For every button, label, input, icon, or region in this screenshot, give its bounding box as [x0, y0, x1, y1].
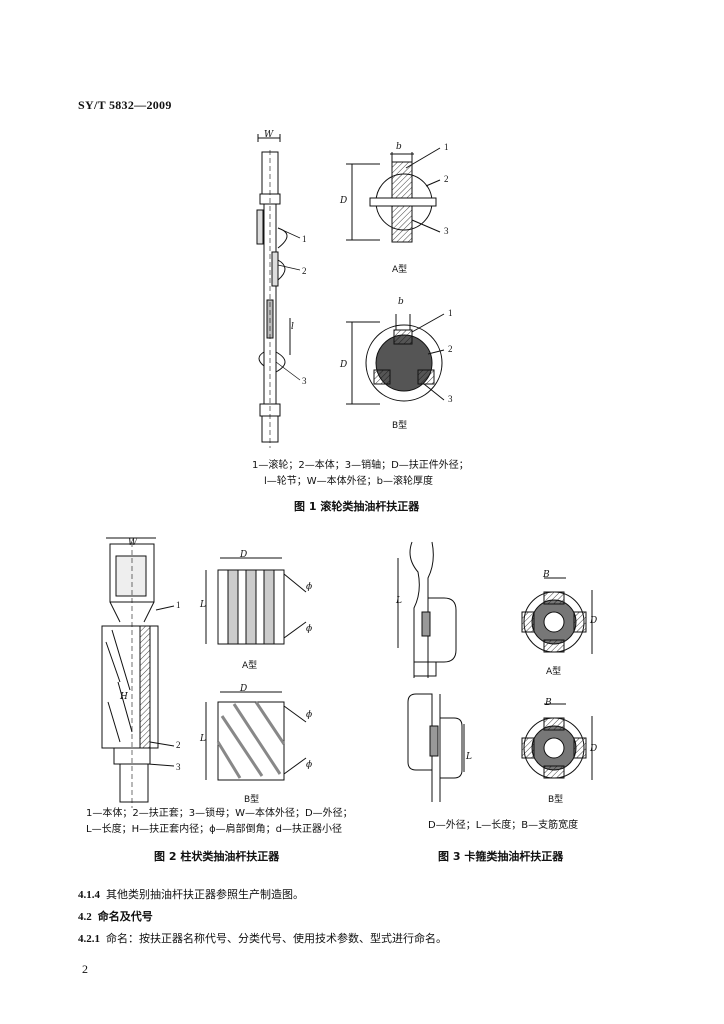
- fig3-a-d-label: D: [590, 616, 598, 626]
- fig2-a-l-label: L: [200, 600, 206, 610]
- fig1-a-d-label: D: [340, 196, 348, 206]
- fig1-a-part-1: 1: [444, 142, 449, 152]
- fig1-part-1: 1: [302, 234, 307, 244]
- fig3-type-b-label: B型: [548, 795, 564, 805]
- fig1-b-d-label: D: [340, 360, 348, 370]
- fig2-part-2: 2: [176, 740, 181, 750]
- fig1-type-b-drawing: [346, 313, 445, 405]
- fig1-w-label: W: [264, 130, 274, 140]
- fig3-b-b-label: B: [545, 698, 552, 708]
- fig3-type-a-label: A型: [546, 667, 562, 677]
- fig2-b-phi-bottom: ϕ: [306, 760, 313, 770]
- fig1-part-3: 3: [302, 376, 307, 386]
- fig3-type-a-side-drawing: [397, 541, 457, 678]
- fig1-part-2: 2: [302, 266, 307, 276]
- fig1-b-b-label: b: [398, 297, 404, 307]
- clause-4-2-1-number: 4.2.1: [78, 933, 100, 945]
- fig3-type-b-side-drawing: [407, 693, 465, 802]
- fig3-b-l-label: L: [466, 752, 472, 762]
- fig3-type-a-section-drawing: [521, 577, 593, 654]
- fig2-h-label: H: [120, 692, 128, 702]
- fig1-a-part-3: 3: [444, 226, 449, 236]
- fig1-type-a-label: A型: [392, 265, 408, 275]
- fig2-type-b-label: B型: [244, 795, 260, 805]
- clause-4-2-1-text: 命名：按扶正器名称代号、分类代号、使用技术参数、型式进行命名。: [106, 932, 447, 945]
- fig3-type-b-section-drawing: [521, 703, 593, 780]
- fig1-type-b-label: B型: [392, 421, 408, 431]
- fig2-b-l-label: L: [200, 734, 206, 744]
- fig2-legend-line-2: L—长度；H—扶正套内径；ϕ—肩部倒角；d—扶正器小径: [86, 824, 343, 835]
- fig2-type-a-label: A型: [242, 661, 258, 671]
- fig1-b-part-3: 3: [448, 394, 453, 404]
- fig1-caption: 图 1 滚轮类抽油杆扶正器: [294, 500, 420, 513]
- fig2-type-a-drawing: [205, 557, 307, 645]
- clause-4-1-4-number: 4.1.4: [78, 889, 100, 901]
- fig3-caption: 图 3 卡箍类抽油杆扶正器: [438, 850, 564, 863]
- fig2-legend: 1—本体；2—扶正套；3—锁母；W—本体外径；D—外径； L—长度；H—扶正套内…: [86, 806, 376, 838]
- fig1-l-label: l: [291, 322, 294, 332]
- fig2-a-phi-top: ϕ: [306, 582, 313, 592]
- section-4-2-number: 4.2: [78, 911, 92, 923]
- fig3-a-l-label: L: [396, 596, 402, 606]
- fig2-b-phi-top: ϕ: [306, 710, 313, 720]
- fig3-legend: D—外径；L—长度；B—支筋宽度: [428, 820, 579, 831]
- fig1-b-part-1: 1: [448, 308, 453, 318]
- fig2-legend-line-1: 1—本体；2—扶正套；3—锁母；W—本体外径；D—外径；: [86, 808, 353, 819]
- fig1-rod-drawing: [256, 134, 301, 448]
- fig2-caption: 图 2 柱状类抽油杆扶正器: [154, 850, 280, 863]
- page-number: 2: [82, 962, 88, 976]
- fig2-type-b-drawing: [205, 691, 307, 781]
- fig1-a-b-label: b: [396, 142, 402, 152]
- fig1-type-a-drawing: [346, 147, 441, 243]
- fig1-legend-line-1: 1—滚轮；2—本体；3—销轴；D—扶正件外径；: [252, 460, 469, 471]
- section-4-2-title: 命名及代号: [97, 910, 153, 923]
- fig2-a-phi-bottom: ϕ: [306, 624, 313, 634]
- fig2-w-label: W: [128, 538, 138, 548]
- clause-4-1-4-text: 其他类别抽油杆扶正器参照生产制造图。: [106, 888, 304, 901]
- standard-code-header: SY/T 5832—2009: [78, 98, 172, 112]
- fig1-legend: 1—滚轮；2—本体；3—销轴；D—扶正件外径； l—轮节；W—本体外径；b—滚轮…: [252, 458, 512, 490]
- fig2-b-d-label: D: [240, 684, 248, 694]
- fig1-a-part-2: 2: [444, 174, 449, 184]
- fig2-a-d-label: D: [240, 550, 248, 560]
- section-4-2-heading: 4.2 命名及代号: [78, 908, 153, 924]
- fig3-b-d-label: D: [590, 744, 598, 754]
- fig2-part-3: 3: [176, 762, 181, 772]
- fig2-body-drawing: [101, 537, 175, 808]
- fig1-legend-line-2: l—轮节；W—本体外径；b—滚轮厚度: [264, 476, 434, 487]
- fig1-b-part-2: 2: [448, 344, 453, 354]
- clause-4-2-1: 4.2.1 命名：按扶正器名称代号、分类代号、使用技术参数、型式进行命名。: [78, 930, 447, 946]
- fig2-part-1: 1: [176, 600, 181, 610]
- fig3-a-b-label: B: [543, 570, 550, 580]
- clause-4-1-4: 4.1.4 其他类别抽油杆扶正器参照生产制造图。: [78, 886, 304, 902]
